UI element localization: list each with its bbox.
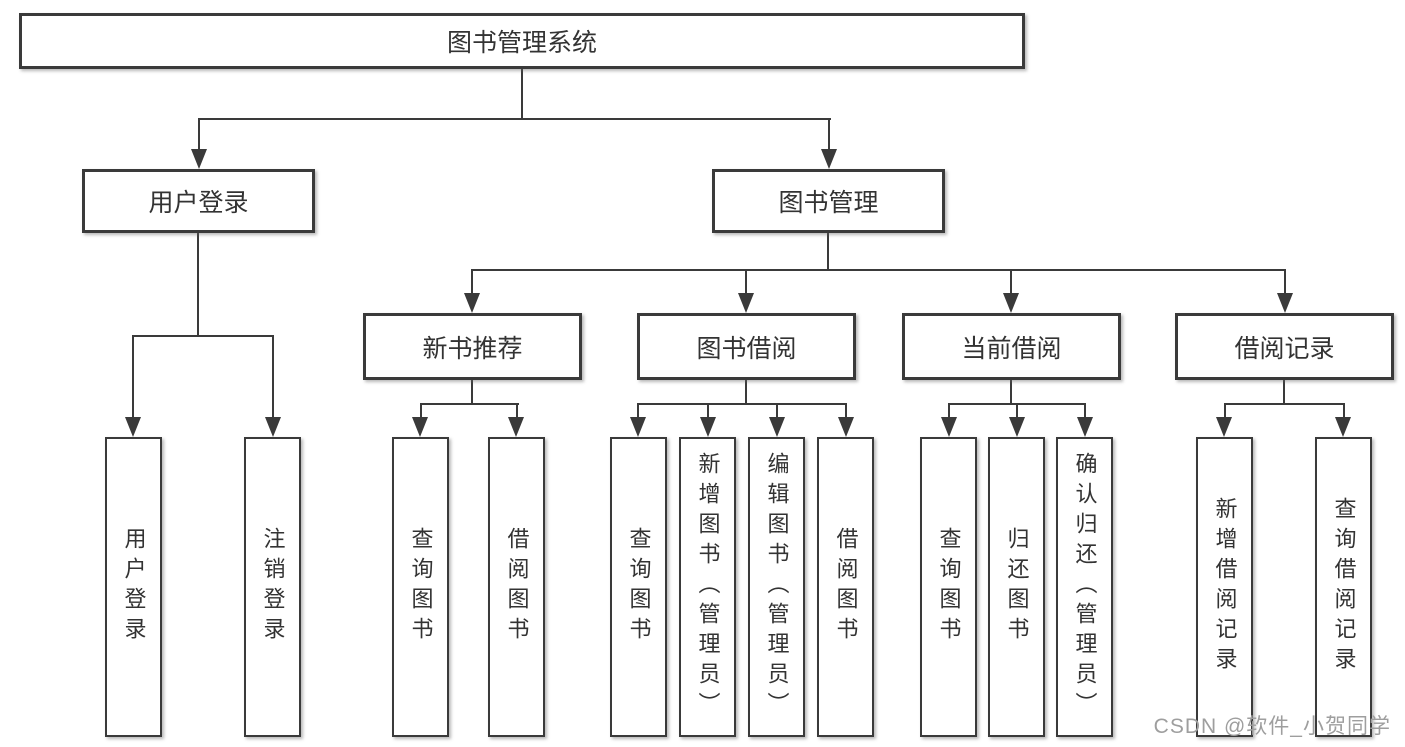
connector-line	[948, 403, 1086, 405]
node-label: 查询图书	[408, 527, 434, 647]
connector-line	[1224, 405, 1226, 418]
node-query-books-current: 查询图书	[920, 437, 977, 737]
connector-line	[1010, 271, 1012, 295]
connector-line	[272, 337, 274, 420]
node-label: 确认归还（管理员）	[1072, 452, 1098, 722]
connector-line	[707, 405, 709, 418]
connector-line	[132, 335, 274, 337]
node-label: 编辑图书（管理员）	[764, 452, 790, 722]
connector-line	[1343, 405, 1345, 418]
node-logout-leaf: 注销登录	[244, 437, 301, 737]
node-edit-book-admin: 编辑图书（管理员）	[748, 437, 805, 737]
connector-line	[1224, 403, 1345, 405]
connector-line	[521, 69, 523, 119]
arrow-down-icon	[769, 417, 785, 437]
node-label: 当前借阅	[961, 334, 1062, 363]
connector-line	[845, 405, 847, 418]
arrow-down-icon	[1077, 417, 1093, 437]
arrow-down-icon	[508, 417, 524, 437]
node-label: 用户登录	[121, 527, 147, 647]
node-user-login-leaf: 用户登录	[105, 437, 162, 737]
node-label: 新增借阅记录	[1212, 497, 1238, 677]
arrow-down-icon	[265, 417, 281, 437]
arrow-down-icon	[821, 149, 837, 169]
arrow-down-icon	[191, 149, 207, 169]
connector-line	[745, 380, 747, 404]
node-label: 归还图书	[1004, 527, 1030, 647]
connector-line	[198, 120, 200, 152]
node-query-books-borrow: 查询图书	[610, 437, 667, 737]
connector-line	[1016, 405, 1018, 418]
arrow-down-icon	[1003, 293, 1019, 313]
node-label: 查询图书	[936, 527, 962, 647]
connector-line	[420, 403, 519, 405]
node-add-borrow-record: 新增借阅记录	[1196, 437, 1253, 737]
node-borrow-records: 借阅记录	[1175, 313, 1394, 380]
node-return-book: 归还图书	[988, 437, 1045, 737]
node-confirm-return-admin: 确认归还（管理员）	[1056, 437, 1113, 737]
connector-line	[827, 233, 829, 270]
connector-line	[1284, 271, 1286, 295]
connector-line	[828, 120, 830, 152]
connector-line	[1010, 380, 1012, 404]
node-label: 新书推荐	[422, 334, 523, 363]
node-user-login: 用户登录	[82, 169, 315, 233]
arrow-down-icon	[1335, 417, 1351, 437]
node-add-book-admin: 新增图书（管理员）	[679, 437, 736, 737]
node-query-books-recommend: 查询图书	[392, 437, 449, 737]
arrow-down-icon	[412, 417, 428, 437]
connector-line	[132, 337, 134, 420]
node-current-borrow: 当前借阅	[902, 313, 1121, 380]
node-label: 图书借阅	[696, 334, 797, 363]
node-label: 新增图书（管理员）	[695, 452, 721, 722]
connector-line	[420, 405, 422, 418]
node-borrow-books-recommend: 借阅图书	[488, 437, 545, 737]
node-label: 用户登录	[148, 189, 249, 217]
arrow-down-icon	[125, 417, 141, 437]
node-label: 查询借阅记录	[1331, 497, 1357, 677]
connector-line	[471, 269, 1286, 271]
arrow-down-icon	[738, 293, 754, 313]
node-label: 借阅图书	[833, 527, 859, 647]
node-book-borrow: 图书借阅	[637, 313, 856, 380]
connector-line	[516, 405, 518, 418]
arrow-down-icon	[1009, 417, 1025, 437]
node-book-management: 图书管理	[712, 169, 945, 233]
connector-line	[1084, 405, 1086, 418]
connector-line	[637, 405, 639, 418]
arrow-down-icon	[1277, 293, 1293, 313]
watermark: CSDN @软件_小贺同学	[1153, 715, 1391, 738]
arrow-down-icon	[700, 417, 716, 437]
connector-line	[948, 405, 950, 418]
connector-line	[471, 271, 473, 295]
connector-line	[637, 403, 847, 405]
node-new-book-recommend: 新书推荐	[363, 313, 582, 380]
connector-line	[776, 405, 778, 418]
node-library-system: 图书管理系统	[19, 13, 1025, 69]
connector-line	[198, 118, 831, 120]
node-label: 图书管理	[778, 189, 879, 217]
connector-line	[1283, 380, 1285, 404]
arrow-down-icon	[630, 417, 646, 437]
node-query-borrow-record: 查询借阅记录	[1315, 437, 1372, 737]
node-label: 查询图书	[626, 527, 652, 647]
arrow-down-icon	[1216, 417, 1232, 437]
node-borrow-books-leaf: 借阅图书	[817, 437, 874, 737]
node-label: 借阅图书	[504, 527, 530, 647]
node-label: 借阅记录	[1234, 334, 1335, 363]
node-label: 图书管理系统	[446, 29, 597, 57]
connector-line	[745, 271, 747, 295]
node-label: 注销登录	[260, 527, 286, 647]
connector-line	[197, 233, 199, 336]
connector-line	[471, 380, 473, 404]
arrow-down-icon	[941, 417, 957, 437]
arrow-down-icon	[464, 293, 480, 313]
arrow-down-icon	[838, 417, 854, 437]
